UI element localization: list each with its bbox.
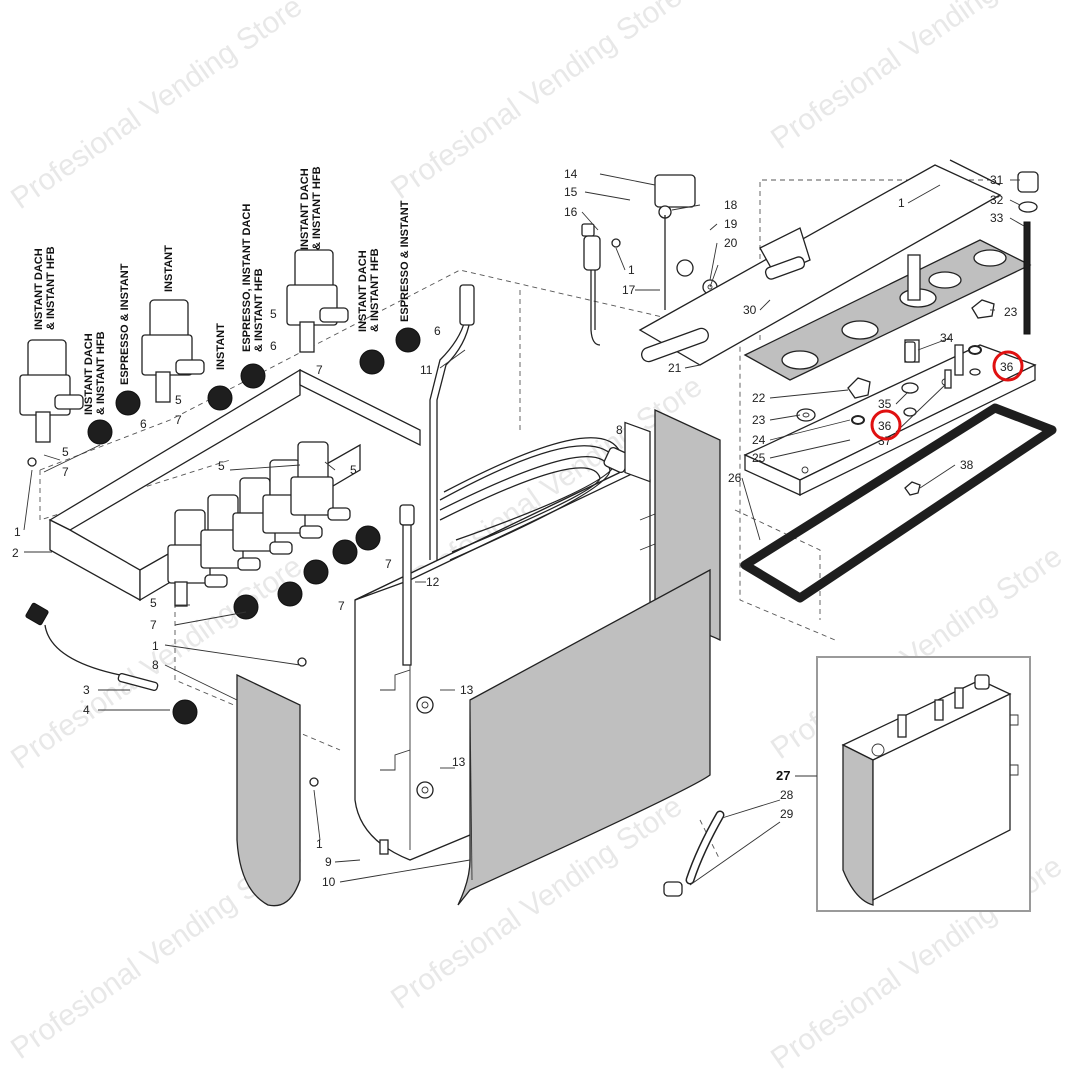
callout-23a: 23 [752,413,766,427]
callout-22: 22 [752,391,766,405]
valve-label-6b: INSTANT DACH & INSTANT HFB [357,247,381,332]
callout-1c: 1 [316,837,323,851]
side-panels [236,408,721,907]
callout-15: 15 [564,185,578,199]
valve-top-1 [19,339,84,443]
callout-12: 12 [426,575,440,589]
callout-1b: 1 [152,639,159,653]
highlight-circle-36b [992,350,1024,382]
callout-7f: 7 [338,599,345,613]
callout-13a: 13 [460,683,474,697]
heating-coil [429,284,631,561]
callout-5c: 5 [175,393,182,407]
callout-31: 31 [990,173,1004,187]
callout-36a: 36 [878,419,892,433]
callout-34: 34 [940,331,954,345]
valve-group-bottom [167,441,351,607]
callout-25: 25 [752,451,766,465]
callout-7b: 7 [150,618,157,632]
watermark-3: Profesional Vending Store [765,0,1068,156]
callout-1a: 1 [14,525,21,539]
callout-21: 21 [668,361,682,375]
probe-12 [399,504,415,666]
callout-6a: 6 [140,417,147,431]
drain-hose [663,810,725,897]
callout-6b: 6 [270,339,277,353]
tank-gasket-26 [740,403,1057,603]
callout-8b: 8 [616,423,623,437]
callout-7c: 7 [175,413,182,427]
valve-labels: INSTANT DACH & INSTANT HFB ESPRESSO & IN… [33,165,411,415]
callout-5f: 5 [350,463,357,477]
callout-24: 24 [752,433,766,447]
callout-18: 18 [724,198,738,212]
callout-20: 20 [724,236,738,250]
grommets [87,327,421,725]
leader-lines [23,173,1025,886]
callout-5e: 5 [218,459,225,473]
callout-7e: 7 [385,557,392,571]
small-hardware [796,171,1039,496]
cover-plate [638,159,1002,366]
callout-7a: 7 [62,465,69,479]
callout-3: 3 [83,683,90,697]
callout-10: 10 [322,875,336,889]
callout-11: 11 [420,363,433,377]
callout-17: 17 [622,283,636,297]
callout-23b: 23 [1004,305,1018,319]
callout-7d: 7 [316,363,323,377]
callout-36b: 36 [1000,360,1014,374]
valve-label-5: ESPRESSO, INSTANT DACH & INSTANT HFB [241,201,265,352]
callout-35: 35 [878,397,892,411]
valve-label-2: ESPRESSO & INSTANT [119,263,131,385]
callout-1e: 1 [898,196,905,210]
callout-4: 4 [83,703,90,717]
valve-top-3 [286,249,349,353]
callout-13b: 13 [452,755,466,769]
callout-27: 27 [776,768,790,783]
callout-6c: 6 [434,324,441,338]
highlight-markers [870,350,1024,441]
callout-5d: 5 [270,307,277,321]
valve-label-3: INSTANT DACH & INSTANT HFB [83,330,107,415]
callout-8a: 8 [152,658,159,672]
valve-label-7: ESPRESSO & INSTANT [399,200,411,322]
callout-16: 16 [564,205,578,219]
callout-29: 29 [780,807,794,821]
callout-19: 19 [724,217,738,231]
valve-bottom-5 [290,441,351,521]
gasket-plate-22 [743,239,1032,381]
callout-9: 9 [325,855,332,869]
callout-2: 2 [12,546,19,560]
callout-30: 30 [743,303,757,317]
callout-32: 32 [990,193,1004,207]
callout-14: 14 [564,167,578,181]
valve-top-2 [141,299,205,403]
callout-numbers: 1 2 3 4 8 1 9 10 1 13 13 12 11 8 14 15 1… [12,167,1018,889]
valve-group-top [19,249,349,443]
callout-5a: 5 [62,445,69,459]
callout-33: 33 [990,211,1004,225]
valve-label-4: INSTANT [163,245,175,292]
callout-38: 38 [960,458,974,472]
callout-26: 26 [728,471,742,485]
highlight-circle-36a [870,409,902,441]
callout-1d: 1 [628,263,635,277]
inset-assembled-tank [816,656,1031,912]
valve-label-1: INSTANT DACH & INSTANT HFB [33,245,57,330]
callout-5b: 5 [150,596,157,610]
valve-label-6: INSTANT DACH & INSTANT HFB [299,165,323,250]
watermark-1: Profesional Vending Store [5,0,308,216]
valve-label-4b: INSTANT [215,323,227,370]
callout-28: 28 [780,788,794,802]
watermark-2: Profesional Vending Store [385,0,688,206]
sensor-cable [25,602,159,692]
